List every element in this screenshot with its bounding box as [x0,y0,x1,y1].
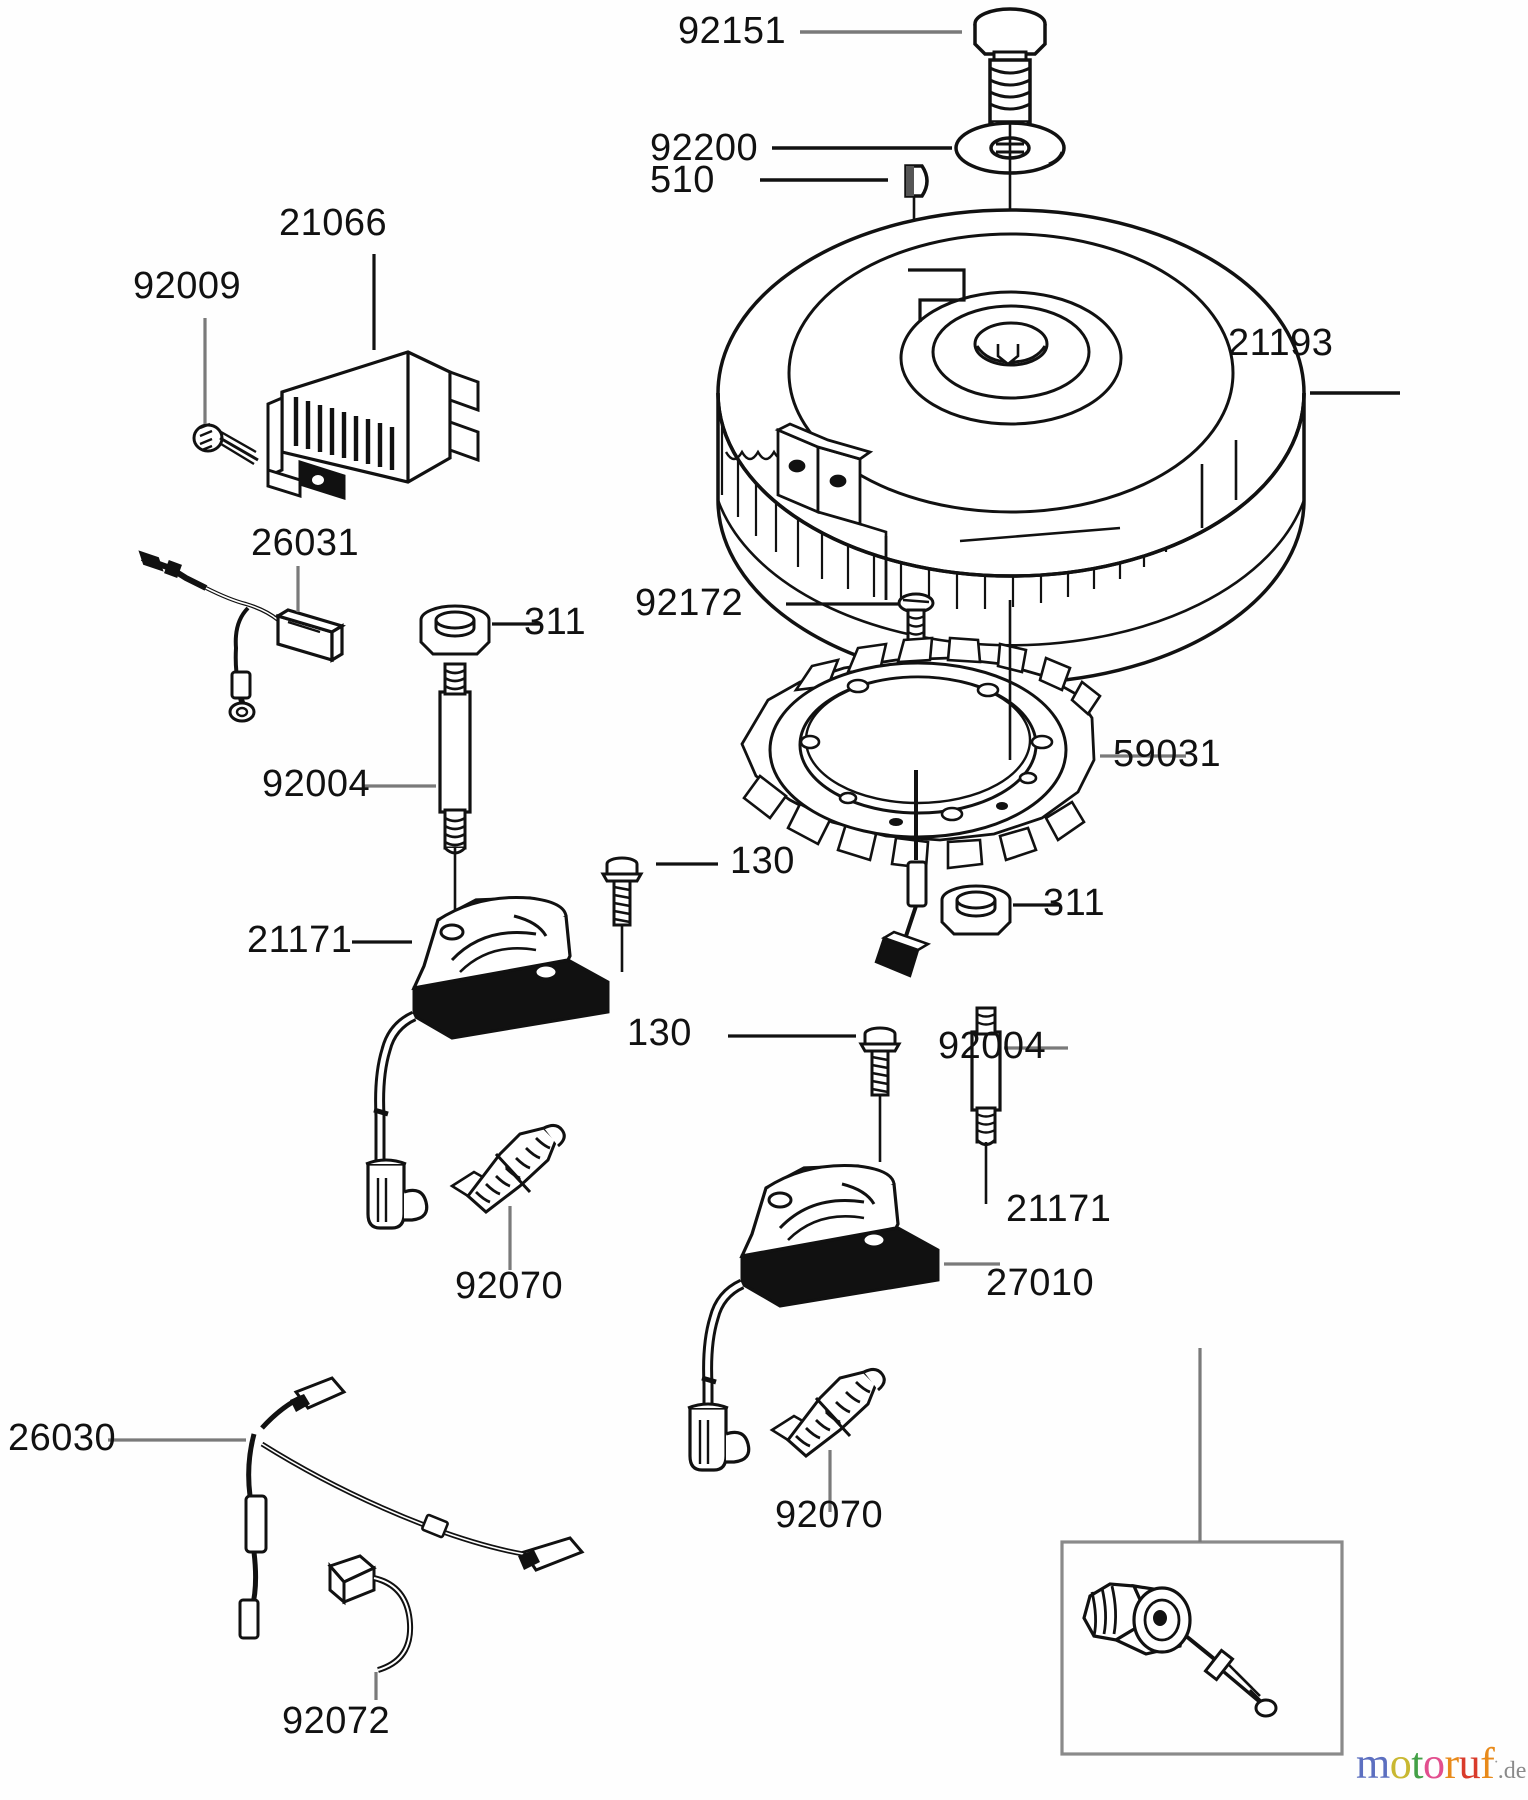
label-21171-left: 21171 [247,919,353,961]
part-510-key [904,164,929,198]
part-92004-stud-right [970,1006,1002,1204]
wm-letter-o1: o [1389,1739,1412,1788]
label-92070-left: 92070 [455,1265,564,1307]
label-21066: 21066 [279,202,388,244]
wm-letter-m: m [1356,1739,1390,1788]
part-92072-clip [327,1554,414,1673]
label-92009: 92009 [133,265,242,307]
part-21193-flywheel [716,208,1306,685]
part-92070-sparkplug-right [769,1367,886,1512]
label-59031: 59031 [1113,733,1222,775]
part-21171-coil-left [365,896,610,1230]
label-311-lower: 311 [1043,882,1106,924]
motoruf-watermark: motoruf..de [1356,1738,1526,1789]
label-26031: 26031 [251,522,360,564]
label-92172: 92172 [635,582,744,624]
label-130-left: 130 [730,840,795,882]
label-311-upper: 311 [524,601,587,643]
wm-tld: .de [1497,1758,1527,1784]
label-92200: 92200 [650,127,759,169]
inset-frame-27010 [1060,1540,1344,1756]
label-92072: 92072 [282,1700,391,1742]
wm-letter-r: r [1444,1739,1459,1788]
part-26030-lead-wire [238,1376,585,1640]
wm-dot: . [1494,1749,1498,1767]
label-26030: 26030 [8,1417,117,1459]
part-92070-sparkplug-left [449,1123,566,1270]
part-59031-stator [740,636,1102,978]
wm-letter-u: u [1458,1739,1481,1788]
part-311-nut-upper [419,604,491,656]
label-21193: 21193 [1228,322,1334,364]
part-92009-screw [192,422,259,466]
label-92070-right: 92070 [775,1494,884,1536]
part-92004-stud-left [438,662,472,934]
part-92151-bolt [973,7,1047,131]
label-510: 510 [650,159,715,201]
part-311-nut-lower [940,884,1012,936]
label-130-right: 130 [627,1012,692,1054]
label-92004-right: 92004 [938,1025,1047,1067]
wm-letter-f: f [1480,1739,1495,1788]
part-27010-oil-pressure-switch [1082,1582,1278,1718]
wm-letter-t: t [1411,1739,1423,1788]
label-27010: 27010 [986,1262,1095,1304]
label-92004-left: 92004 [262,763,371,805]
part-130-bolt-left [601,856,643,972]
part-26031-lead-wire [138,550,346,723]
wm-letter-o2: o [1422,1739,1445,1788]
part-130-bolt-right [859,1026,901,1162]
part-21066-regulator [266,350,480,501]
part-21171-coil-right [687,1164,940,1472]
label-21171-right: 21171 [1006,1188,1112,1230]
label-92151: 92151 [678,10,787,52]
